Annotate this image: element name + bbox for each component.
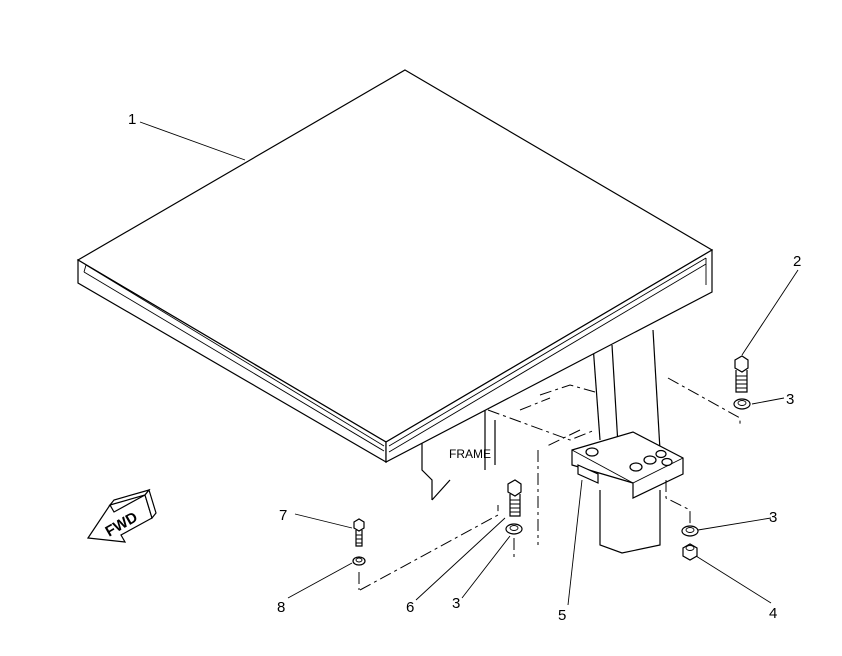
callout-3-lower-right: 3	[769, 509, 777, 526]
washer-8	[352, 556, 366, 566]
washer-3-lower-right	[681, 525, 699, 537]
table-top	[76, 69, 714, 464]
callout-5: 5	[558, 607, 566, 624]
callout-1: 1	[128, 111, 136, 128]
bolt-7	[353, 518, 365, 547]
washer-3-upper	[733, 398, 751, 410]
mounting-bracket	[571, 431, 684, 499]
leader-lines	[139, 121, 799, 606]
fwd-arrow-icon: FWD	[86, 488, 157, 543]
frame-label: FRAME	[449, 447, 491, 461]
callout-6: 6	[406, 599, 414, 616]
nut-4	[682, 543, 698, 561]
bolt-6	[507, 479, 522, 517]
bolt-2	[734, 355, 749, 393]
callout-3-upper: 3	[786, 391, 794, 408]
callout-2: 2	[793, 253, 801, 270]
frame-structure	[421, 329, 661, 554]
callout-4: 4	[769, 605, 777, 622]
bracket-bolt-heads	[585, 447, 673, 472]
callout-3-center: 3	[452, 595, 460, 612]
callout-8: 8	[277, 599, 285, 616]
washer-3-center	[505, 523, 523, 535]
callout-7: 7	[279, 507, 287, 524]
